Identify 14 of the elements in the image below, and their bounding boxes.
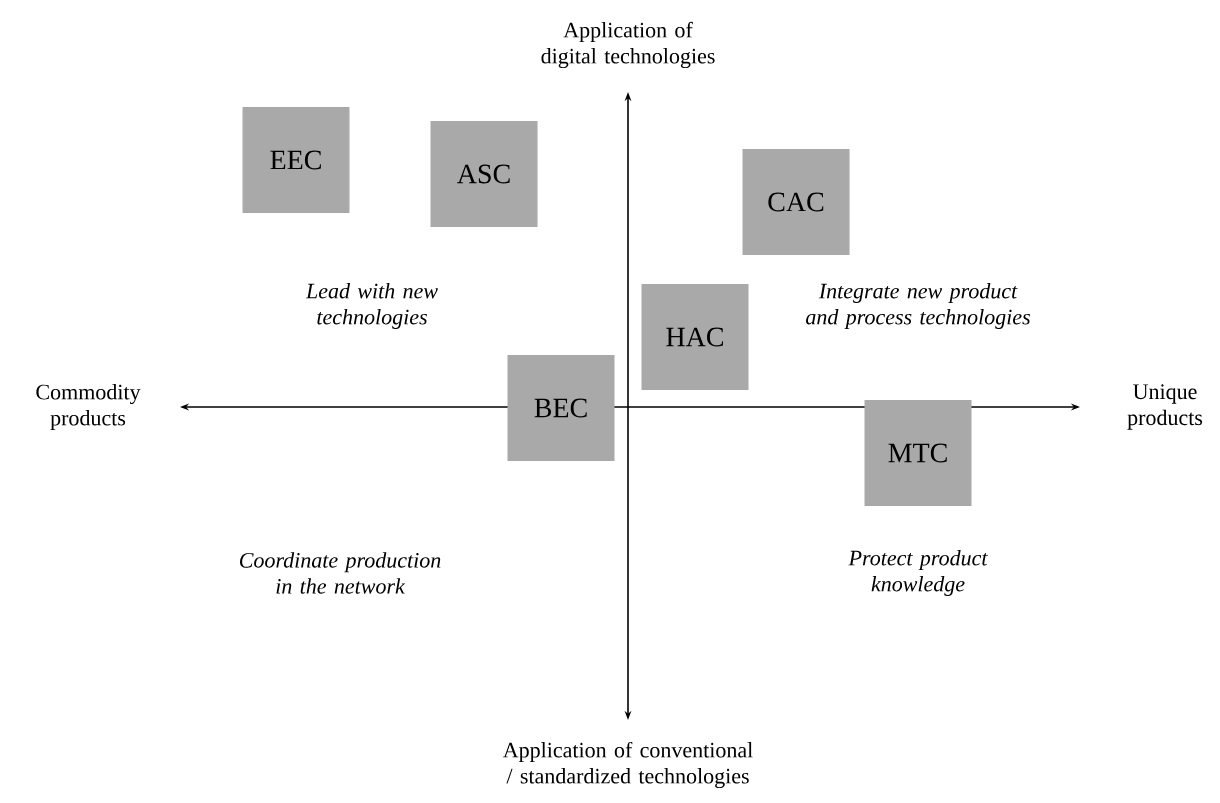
sector-box: ASC (430, 121, 538, 227)
quadrant-label: Protect product knowledge (848, 550, 988, 596)
axis-label: Application of digital technologies (541, 21, 715, 69)
sector-box: HAC (641, 284, 749, 390)
axis-label: Application of conventional / standardized technologies (503, 741, 753, 789)
sector-box: EEC (242, 107, 350, 213)
sector-box: MTC (864, 400, 972, 506)
quadrant-label: Coordinate production in the network (240, 552, 441, 594)
axis-label: Commodity products (36, 384, 141, 430)
axis-label: Unique products (1127, 384, 1203, 430)
sector-box: CAC (742, 149, 850, 255)
quadrant-label: Integrate new product and process technologies (806, 283, 1030, 329)
sector-box: BEC (507, 355, 615, 461)
quadrant-label: Lead with new technologies (305, 283, 438, 329)
